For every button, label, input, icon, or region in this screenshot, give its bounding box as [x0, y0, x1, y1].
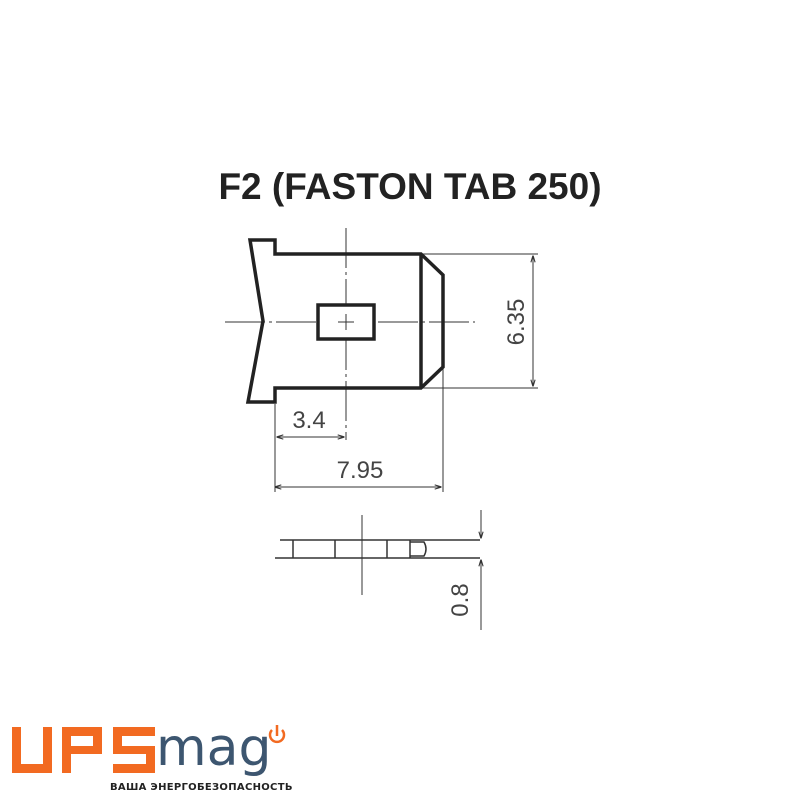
dimension-hole-offset [274, 404, 344, 492]
drawing-title: F2 (FASTON TAB 250) [218, 166, 602, 207]
dimension-height-label: 6.35 [503, 299, 530, 346]
dimension-length-label: 7.95 [337, 457, 384, 484]
hole-crosshair [338, 314, 354, 330]
dimension-height [423, 253, 538, 389]
dimension-hole-offset-label: 3.4 [292, 407, 325, 434]
side-view [275, 515, 480, 595]
dimension-thickness-label: 0.8 [447, 583, 474, 616]
tab-outline [245, 238, 445, 404]
logo-ups-letters [12, 727, 155, 773]
dimension-length [275, 369, 444, 492]
logo-tagline: ВАША ЭНЕРГОБЕЗОПАСНОСТЬ [110, 782, 293, 793]
power-icon [268, 725, 286, 744]
logo-mag-text: mag [156, 718, 272, 778]
